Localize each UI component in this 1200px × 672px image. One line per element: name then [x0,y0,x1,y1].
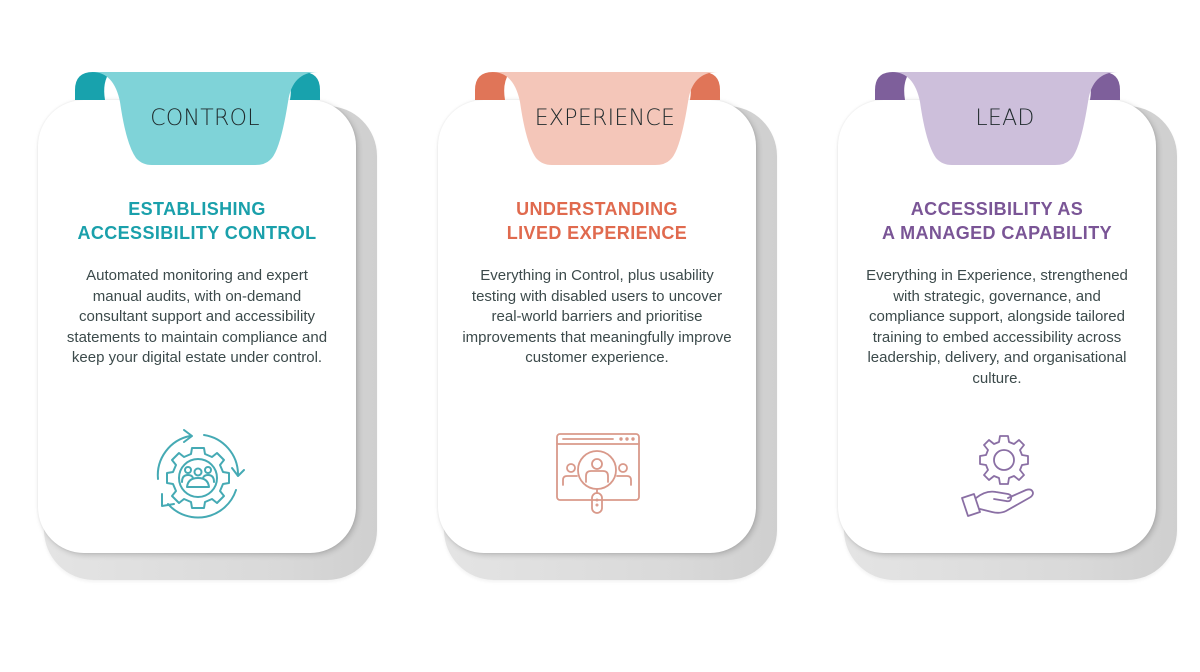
gear-team-cycle-icon [156,429,245,519]
heading-line-2: LIVED EXPERIENCE [506,223,688,243]
tab-label: CONTROL [150,106,260,131]
heading-line-1: ACCESSIBILITY AS [910,199,1084,219]
ribbon-tab: CONTROL [30,72,380,172]
ribbon-tab: LEAD [830,72,1180,172]
card-heading: UNDERSTANDING LIVED EXPERIENCE [438,197,756,245]
card-description: Everything in Experience, strengthened w… [866,267,1128,387]
heading-line-1: UNDERSTANDING [516,199,678,219]
card-body [438,100,756,553]
card-lead: LEAD ACCESSIBILITY AS A MANAGED CAPABILI… [830,72,1180,582]
heading-line-2: ACCESSIBILITY CONTROL [77,223,317,243]
heading-line-2: A MANAGED CAPABILITY [882,223,1112,243]
card-heading: ACCESSIBILITY AS A MANAGED CAPABILITY [838,197,1156,245]
card-heading: ESTABLISHING ACCESSIBILITY CONTROL [38,197,356,245]
hand-gear-icon [961,435,1034,517]
user-research-magnifier-icon [556,433,640,514]
card-experience: EXPERIENCE UNDERSTANDING LIVED EXPERIENC… [430,72,780,582]
card-control: CONTROL ESTABLISHING ACCESSIBILITY CONTR… [30,72,380,582]
ribbon-tab: EXPERIENCE [430,72,780,172]
tab-label: EXPERIENCE [534,106,676,131]
card-description: Automated monitoring and expert manual a… [66,267,328,366]
card-description: Everything in Control, plus usability te… [462,267,732,366]
tab-label: LEAD [975,106,1035,131]
heading-line-1: ESTABLISHING [128,199,266,219]
